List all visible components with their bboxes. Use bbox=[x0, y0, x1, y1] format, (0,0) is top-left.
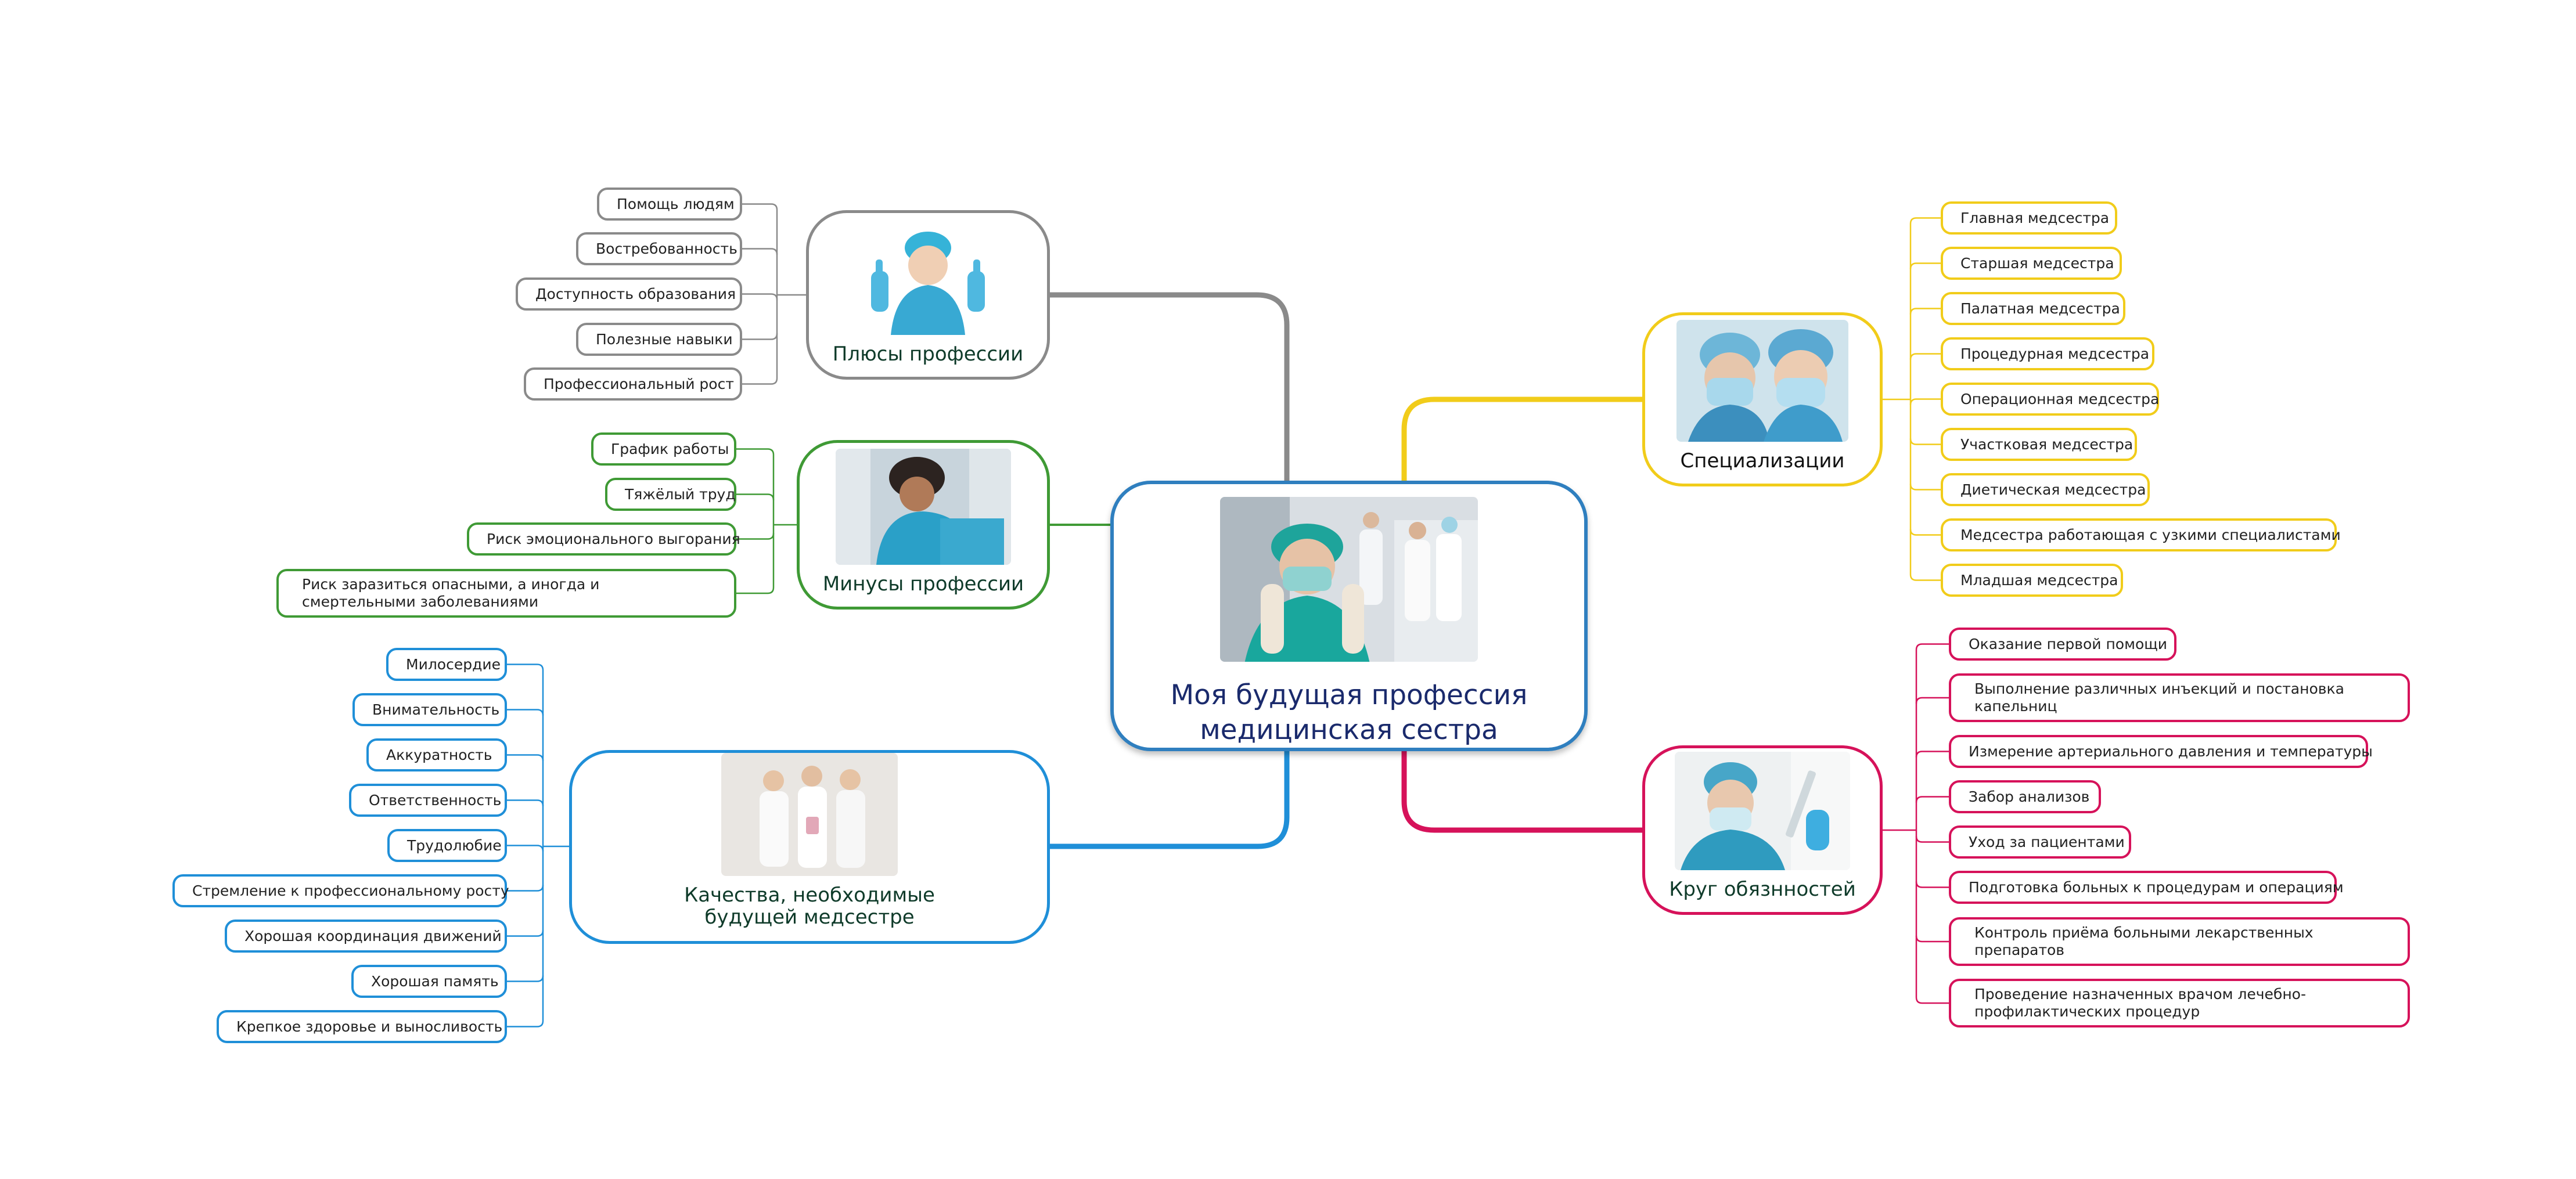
duties-item[interactable]: Проведение назначенных врачом лечебно-пр… bbox=[1949, 979, 2410, 1027]
specializations-leaf-connector bbox=[1909, 438, 1941, 445]
pros-label: Плюсы профессии bbox=[832, 342, 1024, 366]
specializations-leaf-connector bbox=[1909, 308, 1941, 315]
specializations-main-branch bbox=[1401, 396, 1642, 481]
qualities-item[interactable]: Хорошая координация движений bbox=[225, 920, 507, 953]
specializations-item[interactable]: Участковая медсестра bbox=[1941, 428, 2137, 461]
central-topic[interactable]: Моя будущая профессия медицинская сестра bbox=[1110, 481, 1588, 751]
qualities-leaf-connector bbox=[507, 975, 544, 982]
qualities-item[interactable]: Трудолюбие bbox=[387, 829, 507, 862]
pros-leaf-connector bbox=[742, 293, 778, 300]
qualities-item[interactable]: Крепкое здоровье и выносливость bbox=[217, 1010, 507, 1043]
pros-item[interactable]: Помощь людям bbox=[597, 188, 742, 221]
topic-qualities[interactable]: Качества, необходимые будущей медсестре bbox=[569, 750, 1050, 944]
cons-item[interactable]: График работы bbox=[591, 432, 736, 466]
pros-leaf-connector bbox=[742, 378, 778, 385]
cons-leaf-connector bbox=[736, 587, 775, 594]
duties-leaf-connector bbox=[1915, 836, 1949, 843]
specializations-leaf-connector bbox=[1909, 217, 1941, 224]
specializations-leaf-connector bbox=[1909, 529, 1941, 536]
duties-main-branch bbox=[1401, 751, 1642, 833]
pros-leaf-connector bbox=[742, 333, 778, 340]
cons-leaf-connector bbox=[736, 493, 775, 500]
duties-leaf-connector bbox=[1915, 643, 1949, 650]
qualities-leaf-connector bbox=[507, 754, 544, 761]
qualities-item[interactable]: Милосердие bbox=[386, 648, 507, 681]
specializations-leaf-connector bbox=[1909, 398, 1941, 405]
topic-specializations[interactable]: Специализации bbox=[1642, 312, 1883, 486]
qualities-leaf-connector bbox=[507, 1021, 544, 1027]
specializations-label: Специализации bbox=[1680, 449, 1845, 473]
pros-item[interactable]: Полезные навыки bbox=[576, 323, 742, 356]
specializations-leaf-connector bbox=[1909, 484, 1941, 491]
pros-item[interactable]: Доступность образования bbox=[516, 277, 742, 311]
specializations-item[interactable]: Палатная медсестра bbox=[1941, 292, 2125, 325]
cons-item[interactable]: Риск заразиться опасными, а иногда и сме… bbox=[276, 569, 736, 618]
central-title-line1: Моя будущая профессия bbox=[1170, 679, 1528, 711]
duties-item[interactable]: Подготовка больных к процедурам и операц… bbox=[1949, 871, 2344, 904]
qualities-item[interactable]: Ответственность bbox=[349, 784, 507, 817]
qualities-leaf-connector bbox=[507, 930, 544, 937]
cons-item[interactable]: Риск эмоционального выгорания bbox=[467, 522, 740, 556]
qualities-item[interactable]: Аккуратность bbox=[366, 738, 507, 771]
pros-item[interactable]: Востребованность bbox=[576, 232, 742, 265]
qualities-main-branch bbox=[1050, 751, 1290, 849]
specializations-leaf-connector bbox=[1909, 262, 1941, 269]
cons-label: Минусы профессии bbox=[822, 572, 1024, 596]
duties-leaf-connector bbox=[1915, 997, 1949, 1004]
duties-item[interactable]: Оказание первой помощи bbox=[1949, 628, 2176, 661]
qualities-leaf-connector bbox=[507, 845, 544, 852]
specializations-item[interactable]: Операционная медсестра bbox=[1941, 383, 2159, 416]
pros-leaf-connector bbox=[742, 203, 778, 210]
duties-label: Круг обязнностей bbox=[1669, 878, 1856, 901]
topic-cons[interactable]: Минусы профессии bbox=[797, 440, 1050, 610]
cons-leaf-connector bbox=[736, 533, 775, 540]
duties-item[interactable]: Измерение артериального давления и темпе… bbox=[1949, 735, 2373, 768]
pros-item[interactable]: Профессиональный рост bbox=[524, 367, 742, 401]
qualities-item[interactable]: Хорошая память bbox=[351, 965, 507, 998]
duties-item[interactable]: Выполнение различных инъекций и постанов… bbox=[1949, 673, 2410, 722]
qualities-leaf-connector bbox=[507, 799, 544, 806]
specializations-nurses-image bbox=[1676, 320, 1848, 442]
specializations-item[interactable]: Процедурная медсестра bbox=[1941, 337, 2154, 370]
duties-item[interactable]: Контроль приёма больными лекарственных п… bbox=[1949, 917, 2410, 966]
duties-leaf-connector bbox=[1915, 697, 1949, 704]
cons-item[interactable]: Тяжёлый труд bbox=[605, 478, 736, 511]
pros-leaf-connector bbox=[742, 248, 778, 255]
duties-leaf-connector bbox=[1915, 751, 1949, 758]
specializations-item[interactable]: Старшая медсестра bbox=[1941, 247, 2122, 280]
qualities-nurses-image bbox=[721, 753, 898, 876]
qualities-leaf-connector bbox=[507, 664, 544, 670]
duties-leaf-connector bbox=[1915, 796, 1949, 803]
specializations-item[interactable]: Младшая медсестра bbox=[1941, 564, 2123, 597]
pros-nurse-image bbox=[866, 225, 990, 335]
qualities-item[interactable]: Внимательность bbox=[352, 693, 507, 726]
duties-leaf-connector bbox=[1915, 881, 1949, 888]
central-title-line2: медицинская сестра bbox=[1200, 714, 1498, 746]
specializations-item[interactable]: Диетическая медсестра bbox=[1941, 473, 2150, 506]
specializations-leaf-connector bbox=[1909, 353, 1941, 360]
specializations-item[interactable]: Медсестра работающая с узкими специалист… bbox=[1941, 518, 2341, 551]
central-nurse-image bbox=[1220, 497, 1478, 662]
topic-pros[interactable]: Плюсы профессии bbox=[806, 210, 1050, 380]
specializations-item[interactable]: Главная медсестра bbox=[1941, 201, 2117, 235]
qualities-item[interactable]: Стремление к профессиональному росту bbox=[172, 874, 509, 907]
duties-leaf-connector bbox=[1915, 935, 1949, 943]
duties-item[interactable]: Забор анализов bbox=[1949, 780, 2101, 813]
topic-duties[interactable]: Круг обязнностей bbox=[1642, 745, 1883, 915]
qualities-label: Качества, необходимые будущей медсестре bbox=[684, 884, 935, 929]
pros-main-branch bbox=[1050, 292, 1290, 481]
central-title: Моя будущая профессия медицинская сестра bbox=[1171, 678, 1528, 748]
duties-item[interactable]: Уход за пациентами bbox=[1949, 825, 2131, 859]
specializations-leaf-connector bbox=[1909, 574, 1941, 581]
cons-leaf-connector bbox=[736, 448, 775, 455]
duties-nurse-image bbox=[1675, 752, 1850, 870]
qualities-leaf-connector bbox=[507, 709, 544, 716]
qualities-leaf-connector bbox=[507, 885, 544, 892]
cons-nurse-image bbox=[836, 449, 1011, 565]
